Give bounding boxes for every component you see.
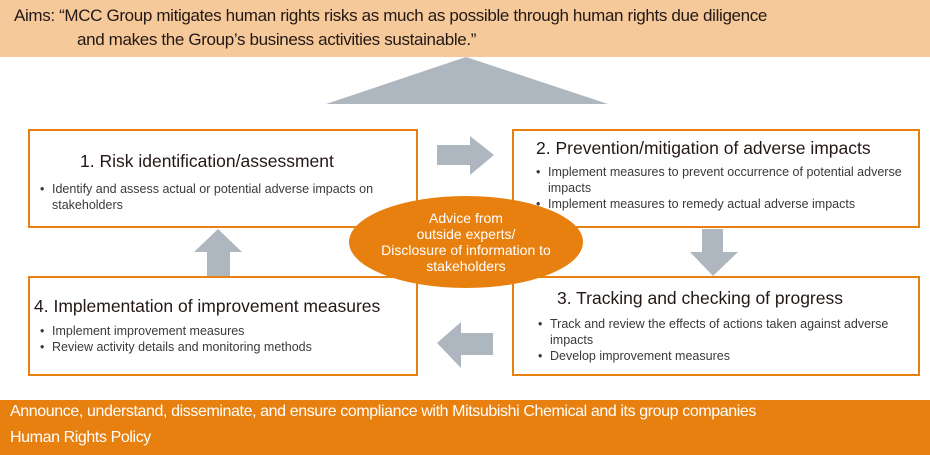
step-3-bullets: Track and review the effects of actions … <box>536 316 906 364</box>
step-3-bullet-1: Track and review the effects of actions … <box>536 316 906 348</box>
step-3-box: 3. Tracking and checking of progress Tra… <box>512 276 920 376</box>
step-3-bullet-2: Develop improvement measures <box>536 348 906 364</box>
step-1-title: 1. Risk identification/assessment <box>80 151 334 171</box>
step-2-bullets: Implement measures to prevent occurrence… <box>534 164 914 212</box>
arrow-left-icon <box>437 322 493 368</box>
aims-text-line-1: Aims: “MCC Group mitigates human rights … <box>14 6 768 25</box>
center-advice-ellipse: Advice from outside experts/ Disclosure … <box>349 196 583 288</box>
step-4-title: 4. Implementation of improvement measure… <box>34 296 381 316</box>
center-line-2: outside experts/ <box>416 226 516 242</box>
center-line-4: stakeholders <box>426 258 506 274</box>
step-4-box: 4. Implementation of improvement measure… <box>28 276 418 376</box>
policy-text-line-1: Announce, understand, disseminate, and e… <box>10 403 756 420</box>
policy-text-line-2: Human Rights Policy <box>10 429 151 446</box>
aims-banner: Aims: “MCC Group mitigates human rights … <box>0 0 930 57</box>
arrow-right-icon <box>437 136 494 175</box>
step-2-title: 2. Prevention/mitigation of adverse impa… <box>536 138 871 158</box>
step-4-bullet-2: Review activity details and monitoring m… <box>38 339 408 355</box>
step-1-bullet-1: Identify and assess actual or potential … <box>38 181 398 213</box>
step-2-bullet-1: Implement measures to prevent occurrence… <box>534 164 914 196</box>
aims-text-line-2: and makes the Group’s business activitie… <box>77 30 477 49</box>
step-2-box: 2. Prevention/mitigation of adverse impa… <box>512 129 920 228</box>
center-advice-text: Advice from outside experts/ Disclosure … <box>349 210 583 274</box>
step-4-bullets: Implement improvement measures Review ac… <box>38 323 408 355</box>
center-line-3: Disclosure of information to <box>381 242 551 258</box>
step-1-bullets: Identify and assess actual or potential … <box>38 181 398 213</box>
arrow-up-icon <box>194 229 242 276</box>
step-3-title: 3. Tracking and checking of progress <box>557 288 843 308</box>
roof-triangle-icon <box>326 57 608 104</box>
policy-banner: Announce, understand, disseminate, and e… <box>0 400 930 455</box>
step-4-bullet-1: Implement improvement measures <box>38 323 408 339</box>
center-line-1: Advice from <box>429 210 503 226</box>
arrow-down-icon <box>690 229 738 276</box>
step-2-bullet-2: Implement measures to remedy actual adve… <box>534 196 914 212</box>
step-1-box: 1. Risk identification/assessment Identi… <box>28 129 418 228</box>
